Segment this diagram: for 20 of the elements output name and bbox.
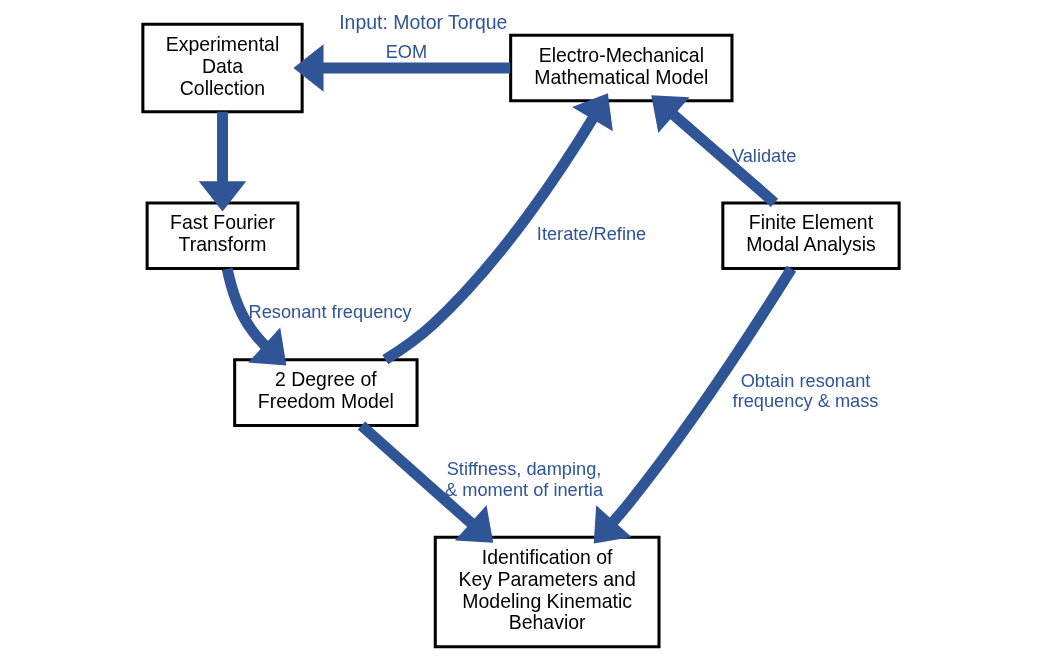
edge-label: Resonant frequency: [248, 301, 412, 323]
arrow: [593, 265, 796, 544]
node-box: Fast Fourier Transform: [145, 201, 299, 271]
node-box: 2 Degree of Freedom Model: [232, 358, 419, 427]
edge-label: Obtain resonant frequency & mass: [732, 369, 878, 412]
arrow: [650, 95, 778, 207]
edge-label: Stiffness, damping, & moment of inertia: [444, 458, 603, 500]
edge-label: Iterate/Refine: [536, 223, 646, 245]
node-box: Finite Element Modal Analysis: [720, 201, 901, 271]
node-label: Input: Motor Torque: [338, 10, 507, 33]
arrow: [221, 267, 286, 366]
node-box: Experimental Data Collection: [140, 22, 304, 114]
arrow: [381, 93, 613, 365]
arrow: [198, 111, 246, 212]
edge-label: Validate: [731, 144, 796, 166]
arrow: [292, 44, 510, 92]
arrow: [357, 421, 493, 543]
edge-label: EOM: [385, 41, 427, 63]
node-box: Electro-Mechanical Mathematical Model: [508, 33, 733, 103]
node-box: Identification of Key Parameters and Modeling Kinematic Behavior: [433, 535, 660, 649]
